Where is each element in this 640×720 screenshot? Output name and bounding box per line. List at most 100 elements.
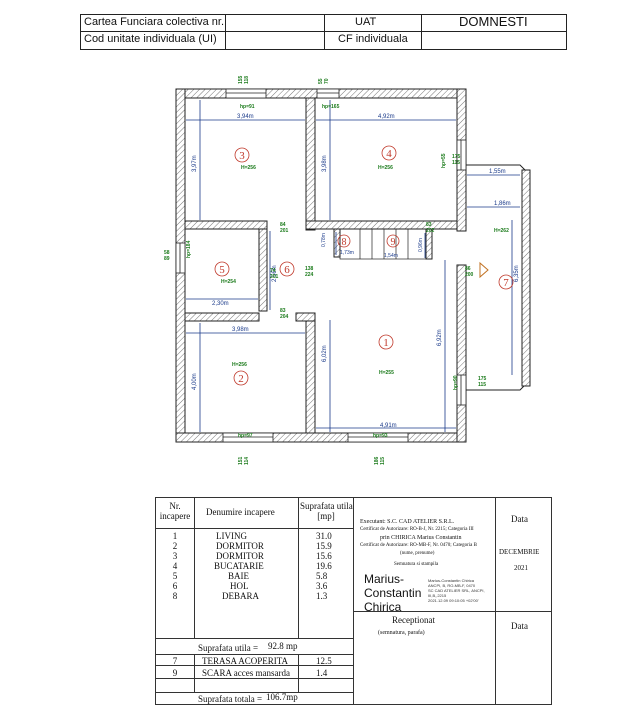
room-number: 9 [391,237,396,248]
row-area: 15.6 [316,551,332,561]
room-numbers: 1 2 3 4 5 6 7 8 9 [219,148,509,385]
header-table: Cartea Funciara colectiva nr. UAT DOMNES… [80,14,567,50]
dim-label: 1,54m [384,253,398,259]
dim-label: 1,86m [494,201,511,207]
dim-label: 3,94m [237,114,254,120]
room-number: 3 [239,150,245,162]
col-divider [194,498,195,638]
dim-label: 4,00m [192,373,198,390]
header-divider [81,31,566,32]
height-label: H=256 [232,362,247,368]
cf-individuala-label: CF individuala [338,33,408,45]
row-nr: 8 [172,591,178,601]
row-divider [156,638,353,639]
stairs [339,228,427,260]
col-header-nr: Nr. incapere [159,501,191,521]
dimension-lines [186,100,520,432]
signature-name: Marius- Constantin Chirica [364,572,421,614]
row-divider [156,665,353,666]
receptionat-sub: (semnatura, parafa) [378,630,425,636]
room-markers [214,145,514,386]
opening-label: hp=90 [453,375,459,390]
floor-plan: 1 2 3 4 5 6 7 8 9 H=255 H=256 H=256 H=25… [164,75,531,465]
dimension-text: 3,94m 3,97m 4,92m 3,98m 2,30m 2,56m 3,98… [192,114,520,429]
signature-line: Chirica [364,600,402,614]
height-label: H=256 [378,165,393,171]
row-area: 1.4 [316,668,328,678]
row-area: 5.8 [316,571,328,581]
row-nr: 5 [172,571,178,581]
height-labels: H=255 H=256 H=256 H=256 H=254 H=262 [221,165,509,376]
height-label: H=254 [221,279,236,285]
opening-label: hp=97 [238,433,253,439]
dim-label: 1,55m [489,169,506,175]
opening-labels: hp=91 hp=165 hp=55 hp=184 hp=90 hp=97 hp… [186,104,459,439]
row-name: HOL [230,581,249,591]
uat-label: UAT [355,16,377,28]
entrance-arrow-icon [479,261,489,279]
col-divider [495,498,496,704]
row-nr: 3 [172,551,178,561]
row-name: SCARA acces mansarda [202,668,290,678]
suprafata-utila-label: Suprafata utila = [198,643,259,653]
row-area: 3.6 [316,581,328,591]
dim-label: 4,92m [378,114,395,120]
col-divider [353,498,354,704]
signature-line: Constantin [364,586,422,600]
height-label: H=262 [494,228,509,234]
executant-line: Executant: S.C. CAD ATELIER S.R.L. [360,519,455,525]
row-name: BUCATARIE [214,561,264,571]
opening-label: 155118 [238,75,250,84]
col-header-area: Suprafata utila [mp] [300,501,353,521]
opening-label: hp=93 [373,433,388,439]
row-area: 12.5 [316,656,332,666]
room-number: 2 [238,373,244,385]
row-nr: 1 [172,531,178,541]
executant-line: Certificat de Autorizare: RO-MB-F, Nr. 0… [360,543,477,548]
dim-label: 4,91m [380,423,397,429]
row-name: LIVING [216,531,247,541]
row-nr: 7 [172,656,178,666]
dim-label: 3,97m [192,155,198,172]
col-header-name: Denumire incapere [206,507,275,517]
row-nr: 2 [172,541,178,551]
receptionat-label: Receptionat [392,615,435,625]
terrace [466,164,531,391]
row-area: 1.3 [316,591,328,601]
row-name: DEBARA [222,591,260,601]
row-area: 31.0 [316,531,332,541]
opening-label: hp=55 [441,153,447,168]
row-nr: 4 [172,561,178,571]
suprafata-totala-label: Suprafata totala = [198,694,263,704]
row-divider [156,528,353,529]
dim-label: 6,92m [437,329,443,346]
row-name: BAIE [228,571,249,581]
areas-table: Nr. incapere Denumire incapere Suprafata… [155,497,552,705]
opening-label: hp=91 [240,104,255,110]
data-label: Data [511,514,528,524]
cf-colectiva-label: Cartea Funciara colectiva nr. [84,16,225,28]
dim-label: 2,30m [212,301,229,307]
opening-label: 5570 [318,78,330,84]
header-col-divider [225,15,226,49]
row-nr: 6 [172,581,178,591]
dim-label: 6,35m [514,265,520,282]
row-nr: 9 [172,668,178,678]
room-number: 5 [219,264,225,276]
dim-label: 0,96m [418,238,424,252]
height-label: H=255 [379,370,394,376]
height-label: H=256 [241,165,256,171]
opening-label: 151114 [238,456,250,465]
row-divider [156,654,353,655]
signature-detail: ANCPI, B, RO-MB-F, 0470 [428,583,476,588]
uat-value: DOMNESTI [459,14,528,29]
suprafata-totala-value: 106.7mp [266,692,298,702]
